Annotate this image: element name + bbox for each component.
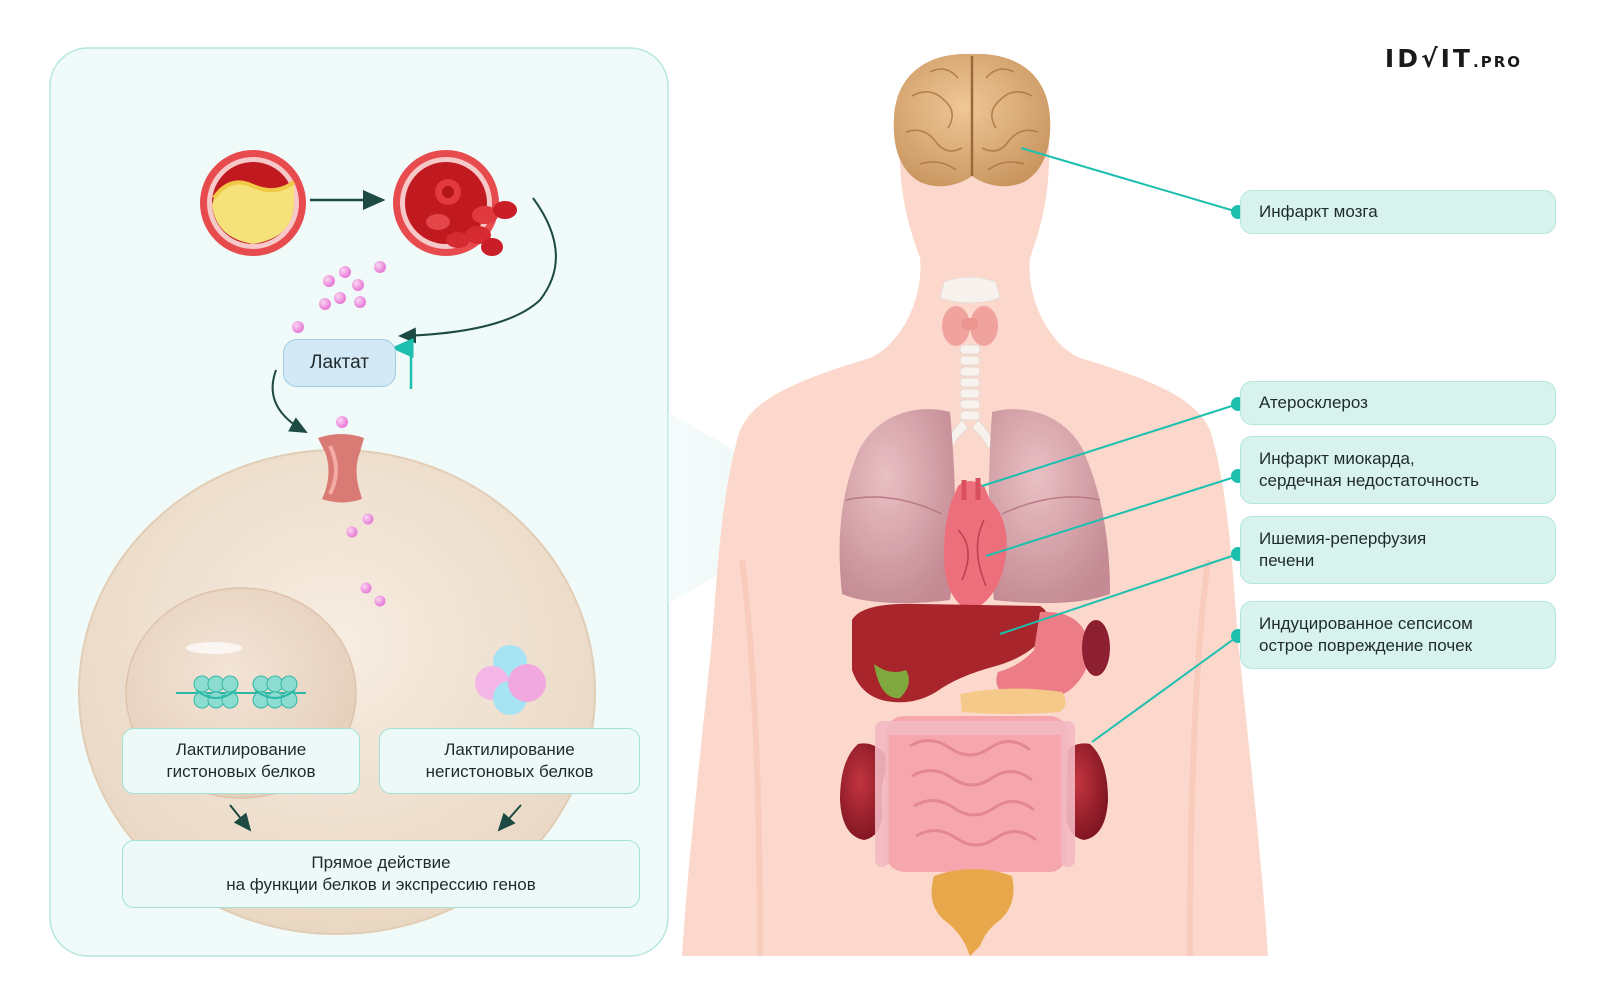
condition-myocardial-infarction: Инфаркт миокарда, сердечная недостаточно… — [1240, 436, 1556, 504]
nonhistone-effect-arrow — [497, 804, 522, 832]
direct-action-box: Прямое действие на функции белков и эксп… — [122, 840, 640, 908]
lactate-dots — [292, 261, 386, 333]
condition-atherosclerosis: Атеросклероз — [1240, 381, 1556, 425]
direct-line-1: Прямое действие — [311, 853, 451, 872]
thyroid-icon — [939, 276, 1001, 346]
release-arrow — [398, 197, 557, 344]
stomach-icon — [996, 611, 1110, 701]
lungs-icon — [839, 409, 1110, 604]
nonhistone-line-1: Лактилирование — [444, 740, 575, 759]
histone-line-1: Лактилирование — [175, 740, 307, 759]
direct-line-2: на функции белков и экспрессию генов — [226, 875, 536, 894]
pancreas-icon — [960, 688, 1066, 714]
condition-brain-infarction: Инфаркт мозга — [1240, 190, 1556, 234]
histone-lactylation-box: Лактилирование гистоновых белков — [122, 728, 360, 794]
mechanism-panel — [49, 47, 669, 957]
condition-sepsis-kidney-injury: Индуцированное сепсисом острое поврежден… — [1240, 601, 1556, 669]
trachea-icon — [943, 344, 997, 449]
intracellular-lactate — [346, 513, 386, 607]
lactate-dot — [336, 416, 348, 428]
protein-cluster-icon — [475, 645, 546, 715]
histone-effect-arrow — [229, 804, 252, 832]
ruptured-artery-icon — [393, 150, 517, 256]
uptake-arrow — [271, 369, 308, 433]
nucleosome-icon — [176, 675, 306, 709]
brand-logo: ID√IT.PRO — [1384, 44, 1522, 73]
intestines-icon — [875, 716, 1075, 873]
brain-icon — [893, 53, 1051, 187]
liver-icon — [852, 603, 1049, 703]
artery-plaque-icon — [200, 150, 306, 256]
transporter-icon — [318, 434, 364, 503]
histone-line-2: гистоновых белков — [166, 762, 316, 781]
nonhistone-lactylation-box: Лактилирование негистоновых белков — [379, 728, 640, 794]
condition-liver-ischemia: Ишемия-реперфузия печени — [1240, 516, 1556, 584]
nonhistone-line-2: негистоновых белков — [425, 762, 594, 781]
connector-lines — [981, 147, 1245, 743]
bladder-icon — [931, 869, 1014, 956]
heart-icon — [944, 478, 1007, 612]
lactate-label: Лактат — [283, 339, 396, 387]
